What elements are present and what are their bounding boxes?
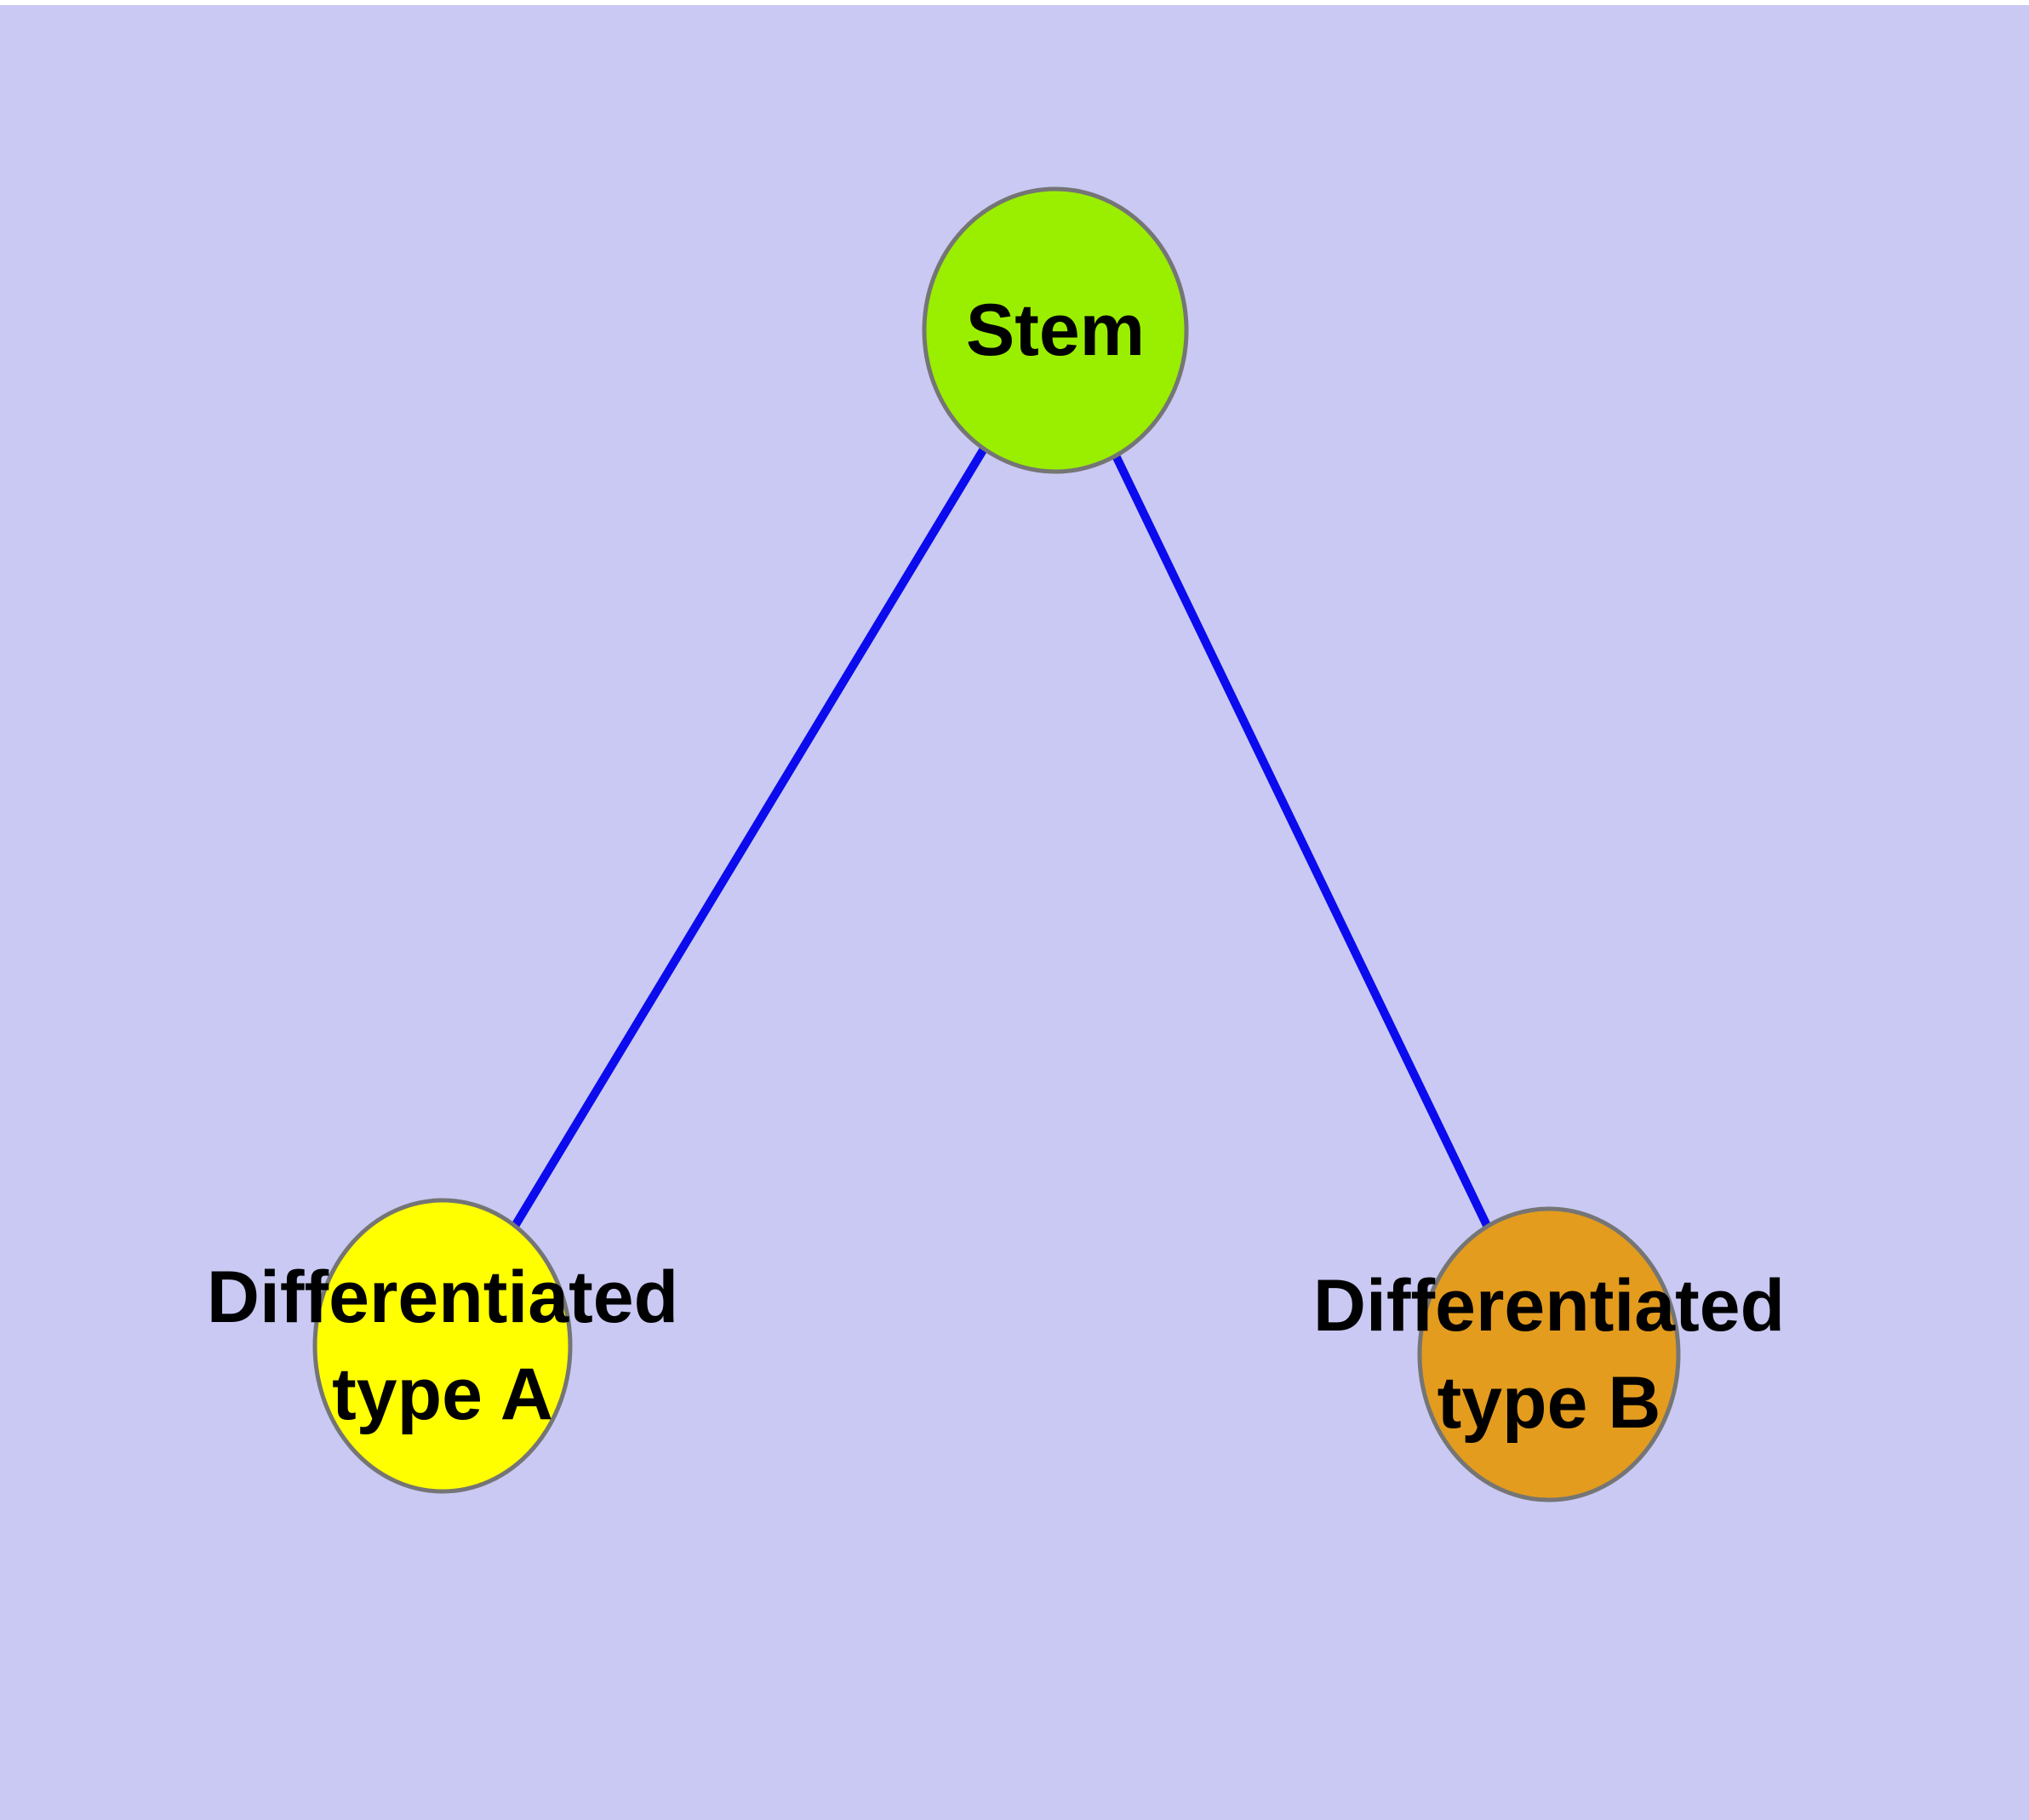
- edge-stem-to-type-b: [1051, 328, 1553, 1357]
- node-stem-label: Stem: [966, 289, 1145, 371]
- node-differentiated-type-b-label-line1: Differentiated: [1313, 1265, 1785, 1347]
- node-differentiated-type-a-label-line2: type A: [332, 1354, 553, 1435]
- node-differentiated-type-b-circle: [1417, 1206, 1681, 1502]
- label-group: Stem Differentiated type A Differentiate…: [207, 289, 1785, 1444]
- node-stem-circle: [922, 186, 1189, 474]
- node-differentiated-type-a-label-line1: Differentiated: [207, 1256, 678, 1338]
- edge-stem-to-type-a: [438, 328, 1060, 1348]
- node-differentiated-type-b-label-line2: type B: [1437, 1362, 1661, 1444]
- node-differentiated-type-a-circle: [312, 1198, 573, 1494]
- node-group: [312, 186, 1681, 1502]
- edge-group: [438, 328, 1553, 1357]
